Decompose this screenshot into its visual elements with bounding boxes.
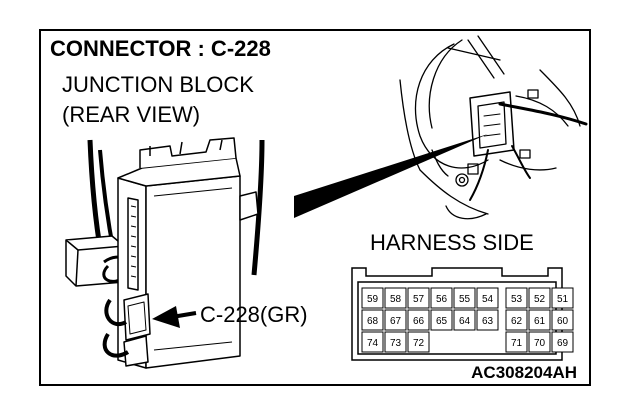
pin-number-67: 67 <box>390 316 402 327</box>
harness-side-label: HARNESS SIDE <box>370 230 534 255</box>
pin-number-73: 73 <box>390 338 402 349</box>
pin-number-53: 53 <box>511 294 523 305</box>
pin-cavity-62 <box>505 309 528 331</box>
pin-number-70: 70 <box>534 338 546 349</box>
dashboard-location-illustration <box>399 35 588 220</box>
pin-number-55: 55 <box>459 294 471 305</box>
pin-number-61: 61 <box>534 316 546 327</box>
pin-cavity-55 <box>453 287 476 309</box>
pin-cavity-73 <box>384 331 407 353</box>
pin-number-51: 51 <box>557 294 569 305</box>
pin-number-69: 69 <box>557 338 569 349</box>
pin-number-66: 66 <box>413 316 425 327</box>
pin-number-64: 64 <box>459 316 471 327</box>
pin-cavity-64 <box>453 309 476 331</box>
pin-cavity-71 <box>505 331 528 353</box>
pin-number-59: 59 <box>367 294 379 305</box>
pin-number-57: 57 <box>413 294 425 305</box>
pin-cavity-63 <box>476 309 499 331</box>
pin-cavity-53 <box>505 287 528 309</box>
pin-cavity-66 <box>407 309 430 331</box>
pin-number-65: 65 <box>436 316 448 327</box>
pin-cavity-60 <box>551 309 574 331</box>
pin-cavity-51 <box>551 287 574 309</box>
pin-number-71: 71 <box>511 338 523 349</box>
pin-cavity-52 <box>528 287 551 309</box>
pin-cavity-54 <box>476 287 499 309</box>
junction-block-label-line1: JUNCTION BLOCK <box>62 72 254 97</box>
pin-number-60: 60 <box>557 316 569 327</box>
pin-cavity-69 <box>551 331 574 353</box>
pin-cavity-61 <box>528 309 551 331</box>
pin-number-74: 74 <box>367 338 379 349</box>
connector-callout-label: C-228(GR) <box>200 302 308 327</box>
pin-cavity-58 <box>384 287 407 309</box>
pin-cavity-56 <box>430 287 453 309</box>
pin-cavity-65 <box>430 309 453 331</box>
diagram-frame <box>39 29 591 386</box>
callout-arrow <box>152 306 197 328</box>
pin-cavity-67 <box>384 309 407 331</box>
pin-cavity-72 <box>407 331 430 353</box>
pin-number-63: 63 <box>482 316 494 327</box>
pin-number-72: 72 <box>413 338 425 349</box>
junction-block-illustration <box>65 137 265 369</box>
pin-cavity-59 <box>361 287 384 309</box>
pin-number-56: 56 <box>436 294 448 305</box>
diagram-title: CONNECTOR : C-228 <box>50 36 271 61</box>
pin-number-68: 68 <box>367 316 379 327</box>
pin-cavity-68 <box>361 309 384 331</box>
pin-number-62: 62 <box>511 316 523 327</box>
connector-face: 59 58 57 56 55 54 53 52 51 68 67 66 65 64 63 62 61 60 74 73… <box>351 267 574 361</box>
pin-number-52: 52 <box>534 294 546 305</box>
location-pointer-wedge <box>294 134 488 218</box>
pin-number-54: 54 <box>482 294 494 305</box>
pin-number-58: 58 <box>390 294 402 305</box>
pin-cavity-70 <box>528 331 551 353</box>
pin-cavity-57 <box>407 287 430 309</box>
junction-block-label-line2: (REAR VIEW) <box>62 102 200 127</box>
figure-code: AC308204AH <box>471 363 577 382</box>
pin-cavity-74 <box>361 331 384 353</box>
